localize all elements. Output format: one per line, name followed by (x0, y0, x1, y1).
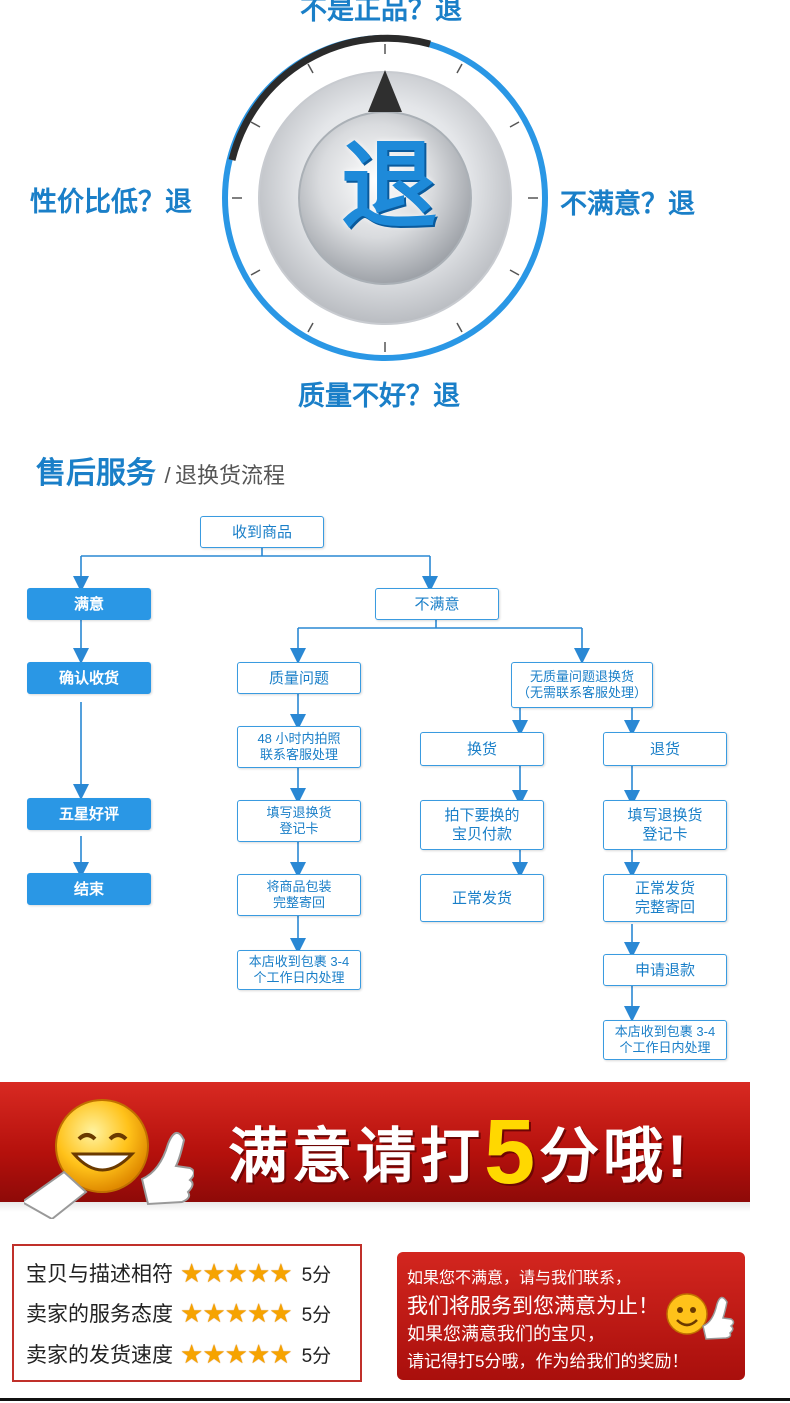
rating-stars: ★★★★★ (180, 1298, 293, 1328)
photo-line2: 联系客服处理 (259, 747, 338, 762)
star-icon: ★ (180, 1298, 204, 1328)
star-icon: ★ (224, 1339, 248, 1369)
note-line-2: 我们将服务到您满意为止！ (407, 1295, 659, 1318)
flow-node-satisfied: 满意 (27, 588, 151, 620)
star-icon: ★ (224, 1258, 248, 1288)
rating-stars: ★★★★★ (180, 1339, 293, 1369)
pack-line2: 完整寄回 (272, 895, 325, 910)
star-icon: ★ (246, 1339, 271, 1369)
rate-five-banner: 满意请打5分哦! (0, 1078, 750, 1219)
note-line-4: 请记得打5分哦，作为给我们的奖励！ (407, 1352, 689, 1371)
bottom-divider (0, 1398, 790, 1401)
banner-text-before: 满意请打 (228, 1123, 484, 1190)
flow-node-exchange: 换货 (420, 732, 544, 766)
flow-node-fill-card-a: 填写退换货 登记卡 (237, 800, 361, 842)
star-icon: ★ (246, 1258, 271, 1288)
buy-line1: 拍下要换的 (444, 807, 520, 824)
title-slash: / (164, 463, 171, 488)
flow-node-buy-replacement: 拍下要换的 宝贝付款 (420, 800, 544, 850)
rating-label: 卖家的发货速度 (26, 1344, 173, 1367)
flow-node-fill-card-b: 填写退换货 登记卡 (603, 800, 727, 850)
ship-back-line2: 完整寄回 (634, 899, 695, 916)
dial-label-bad-quality: 质量不好？退 (298, 381, 460, 411)
star-icon: ★ (202, 1339, 226, 1369)
rating-row-description: 宝贝与描述相符 ★★★★★ 5分 (26, 1258, 331, 1288)
process-a-line1: 本店收到包裹 3-4 (248, 954, 350, 969)
process-b-line2: 个工作日内处理 (619, 1040, 711, 1055)
dial-label-low-value: 性价比低？退 (30, 187, 192, 217)
banner-headline: 满意请打5分哦! (228, 1100, 691, 1205)
rating-score: 5分 (301, 1304, 332, 1326)
rating-score: 5分 (301, 1345, 332, 1367)
no-quality-line1: 无质量问题退换货 (529, 669, 634, 684)
pack-line1: 将商品包装 (266, 879, 332, 894)
star-icon: ★ (269, 1339, 293, 1369)
dial-knob-graphic (222, 34, 548, 361)
rating-label: 宝贝与描述相符 (26, 1263, 173, 1286)
star-icon: ★ (269, 1298, 293, 1328)
flow-node-process-a: 本店收到包裹 3-4 个工作日内处理 (237, 950, 361, 990)
star-icon: ★ (202, 1298, 226, 1328)
flow-node-unsatisfied: 不满意 (375, 588, 499, 620)
flowchart-connectors (73, 547, 640, 1022)
flow-node-photo-contact: 48 小时内拍照 联系客服处理 (237, 726, 361, 768)
card-a-line1: 填写退换货 (266, 805, 332, 820)
no-quality-line2: （无需联系客服处理） (516, 685, 647, 700)
flow-node-ship-normal: 正常发货 (420, 874, 544, 922)
rating-row-service: 卖家的服务态度 ★★★★★ 5分 (26, 1298, 331, 1328)
dial-label-not-genuine: 不是正品？退 (300, 0, 462, 25)
flow-node-receive: 收到商品 (200, 516, 324, 548)
banner-text-after: 分哦! (539, 1123, 692, 1190)
rating-row-shipping: 卖家的发货速度 ★★★★★ 5分 (26, 1339, 331, 1369)
thumbs-up-smiley-icon (24, 1099, 194, 1219)
rating-label: 卖家的服务态度 (26, 1303, 173, 1326)
star-icon: ★ (224, 1298, 248, 1328)
note-line-3: 如果您满意我们的宝贝， (407, 1324, 605, 1344)
flow-node-no-quality-issue: 无质量问题退换货 （无需联系客服处理） (511, 662, 653, 708)
flow-node-return: 退货 (603, 732, 727, 766)
flow-node-five-star: 五星好评 (27, 798, 151, 830)
banner-bottom-strip (0, 1202, 750, 1212)
section-subtitle: 退换货流程 (175, 463, 286, 488)
rating-stars: ★★★★★ (180, 1258, 293, 1288)
star-icon: ★ (246, 1298, 271, 1328)
buy-line2: 宝贝付款 (451, 826, 512, 843)
flow-node-quality-issue: 质量问题 (237, 662, 361, 694)
card-a-line2: 登记卡 (279, 821, 319, 836)
flow-node-pack-return: 将商品包装 完整寄回 (237, 874, 361, 916)
process-a-line2: 个工作日内处理 (253, 970, 345, 985)
return-dial-section: 不是正品？退 性价比低？退 不满意？退 质量不好？退 (0, 0, 790, 430)
dsr-rating-box: 宝贝与描述相符 ★★★★★ 5分 卖家的服务态度 ★★★★★ 5分 卖家的发货速… (12, 1244, 362, 1382)
star-icon: ★ (269, 1258, 293, 1288)
flow-node-refund: 申请退款 (603, 954, 727, 986)
process-b-line1: 本店收到包裹 3-4 (614, 1024, 716, 1039)
star-icon: ★ (180, 1258, 204, 1288)
ship-back-line1: 正常发货 (634, 880, 695, 897)
satisfaction-note-box: 如果您不满意，请与我们联系， 我们将服务到您满意为止！ 如果您满意我们的宝贝， … (397, 1252, 745, 1380)
flow-node-confirm-receipt: 确认收货 (27, 662, 151, 694)
note-line-1: 如果您不满意，请与我们联系， (407, 1270, 632, 1287)
flow-node-process-b: 本店收到包裹 3-4 个工作日内处理 (603, 1020, 727, 1060)
card-b-line2: 登记卡 (642, 826, 688, 843)
after-sales-heading: 售后服务 / 退换货流程 (36, 448, 285, 492)
thumbs-up-smiley-icon (666, 1293, 735, 1340)
photo-line1: 48 小时内拍照 (257, 731, 341, 746)
star-icon: ★ (180, 1339, 204, 1369)
rating-score: 5分 (301, 1264, 332, 1286)
star-icon: ★ (202, 1258, 226, 1288)
dial-center-return-char: 退 (341, 133, 437, 240)
section-title: 售后服务 (36, 457, 156, 490)
dial-label-not-satisfied: 不满意？退 (560, 189, 695, 219)
banner-number-five: 5 (484, 1101, 540, 1203)
flow-node-end: 结束 (27, 873, 151, 905)
card-b-line1: 填写退换货 (627, 807, 703, 824)
flow-node-ship-back: 正常发货 完整寄回 (603, 874, 727, 922)
